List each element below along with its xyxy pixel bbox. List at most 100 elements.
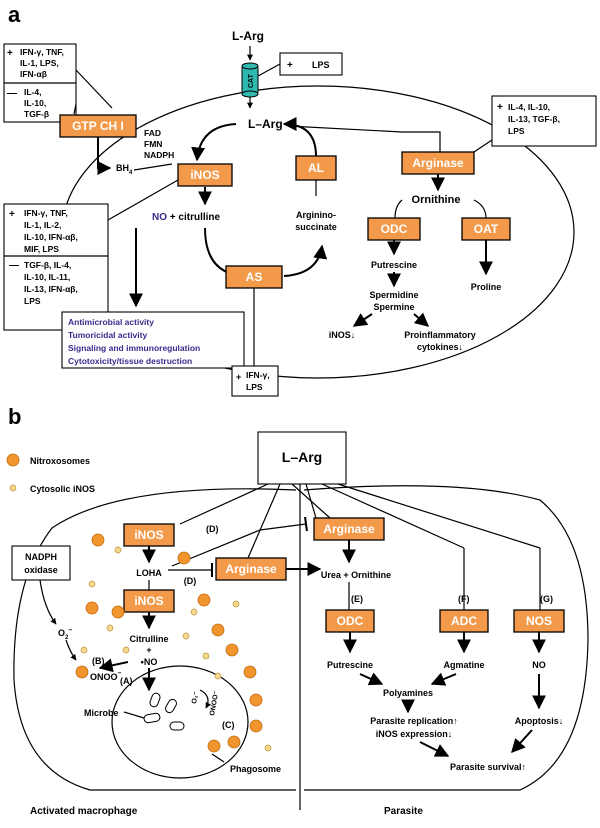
no-parasite: NO bbox=[532, 660, 546, 670]
cytokine-line: IL-10, bbox=[24, 98, 46, 108]
proline: Proline bbox=[471, 282, 502, 292]
nitroxosome-icon bbox=[211, 623, 225, 637]
adc-label: ADC bbox=[451, 614, 477, 628]
nadph-oxidase-box bbox=[11, 545, 71, 581]
label-a: (A) bbox=[120, 676, 133, 686]
cytosolic-inos-icon bbox=[214, 672, 222, 680]
nitroxosome-icon bbox=[243, 665, 257, 679]
label-b: (B) bbox=[92, 656, 105, 666]
cytosolic-inos-icon bbox=[106, 624, 114, 632]
larg-center: L–Arg bbox=[248, 117, 283, 131]
activity: Antimicrobial activity bbox=[68, 317, 154, 327]
cytokine-line: TGF-β bbox=[24, 109, 49, 119]
nadph-label: oxidase bbox=[24, 565, 58, 575]
apoptosis: Apoptosis↓ bbox=[515, 716, 564, 726]
cytokine-line: IFN-γ, TNF, bbox=[24, 208, 68, 218]
al-label: AL bbox=[308, 161, 324, 175]
plus-sign: + bbox=[287, 60, 293, 71]
label-d: (D) bbox=[206, 524, 219, 534]
putrescine: Putrescine bbox=[327, 660, 373, 670]
oat-label: OAT bbox=[474, 222, 499, 236]
label-d: (D) bbox=[184, 576, 197, 586]
microbe-icon bbox=[143, 692, 185, 731]
nitroxosome-icon bbox=[249, 719, 263, 733]
cytosolic-legend-icon bbox=[9, 484, 17, 492]
nitroxosome-icon bbox=[225, 643, 239, 657]
cat-label: CAT bbox=[248, 73, 255, 88]
inos-label: iNOS bbox=[134, 528, 163, 542]
cytokine-line: IL-1, IL-2, bbox=[24, 220, 61, 230]
cytokine-line: IL-10, IFN-αβ, bbox=[24, 232, 78, 242]
nos-label: NOS bbox=[526, 614, 552, 628]
label-g: (G) bbox=[540, 594, 553, 604]
plus-sign: + bbox=[236, 372, 241, 382]
inos-down: iNOS↓ bbox=[329, 330, 356, 340]
argininosuccinate: Arginino- bbox=[296, 210, 336, 220]
cytosolic-inos-icon bbox=[264, 744, 272, 752]
peroxynitrite: ONOO– bbox=[90, 670, 122, 682]
parasite-replication: Parasite replication↑ bbox=[370, 716, 458, 726]
larg-top: L-Arg bbox=[232, 29, 264, 43]
panel-a-label: a bbox=[8, 2, 21, 27]
parasite-membrane bbox=[303, 485, 589, 791]
inos-regulator-box bbox=[3, 203, 109, 331]
cytosolic-inos bbox=[80, 546, 272, 752]
cytokine-line: LPS bbox=[246, 382, 263, 392]
no-citrulline: NO + citrulline bbox=[152, 212, 221, 223]
arginase-regulator-box bbox=[491, 95, 597, 147]
cytokine-line: IFN-γ, bbox=[246, 370, 270, 380]
spermidine: Spermidine bbox=[369, 290, 418, 300]
as-label: AS bbox=[246, 270, 263, 284]
label-c: (C) bbox=[222, 720, 235, 730]
bh4-label: BH4 bbox=[116, 163, 133, 176]
phagosome-label: Phagosome bbox=[230, 764, 281, 774]
activity: Tumoricidal activity bbox=[68, 330, 147, 340]
nitroxosome-icon bbox=[249, 693, 263, 707]
inos-label: iNOS bbox=[190, 168, 219, 182]
odc-label: ODC bbox=[337, 614, 364, 628]
cytokine-line: IFN-γ, TNF, bbox=[20, 47, 64, 57]
cytokine-line: IL-13, TGF-β, bbox=[508, 114, 560, 124]
nitroxosome-icon bbox=[207, 739, 221, 753]
parasite-label: Parasite bbox=[384, 806, 423, 817]
nitroxosome-icon bbox=[85, 601, 99, 615]
cytosolic-inos-icon bbox=[80, 646, 88, 654]
label-f: (F) bbox=[458, 594, 470, 604]
cofactor: FAD bbox=[144, 128, 161, 138]
al-enzyme bbox=[295, 155, 337, 181]
inos-expression: iNOS expression↓ bbox=[376, 729, 453, 739]
cytosolic-inos-icon bbox=[114, 546, 122, 554]
cofactor: FMN bbox=[144, 139, 162, 149]
phagosome-superoxide: O₂⁻ bbox=[191, 691, 200, 705]
inos-label: iNOS bbox=[134, 594, 163, 608]
macrophage-membrane bbox=[13, 488, 297, 791]
minus-sign: — bbox=[7, 88, 17, 99]
nitroxosome-icon bbox=[111, 605, 125, 619]
nitroxosome-legend-icon bbox=[6, 453, 20, 467]
cytosolic-inos-icon bbox=[202, 652, 210, 660]
proinflammatory: Proinflammatory bbox=[404, 330, 476, 340]
nitroxosome-icon bbox=[177, 551, 191, 565]
cytosolic-inos-icon bbox=[232, 600, 240, 608]
phagosome-membrane bbox=[111, 665, 249, 779]
agmatine: Agmatine bbox=[443, 660, 484, 670]
cytosolic-inos-icon bbox=[88, 580, 96, 588]
cytokine-line: IL-13, IFN-αβ, bbox=[24, 284, 78, 294]
phagosome-peroxynitrite: ONOO⁻ bbox=[209, 690, 220, 716]
cytokine-line: IL-4, IL-10, bbox=[508, 102, 550, 112]
larg-box bbox=[257, 431, 347, 485]
plus-sign: + bbox=[146, 645, 151, 655]
plus-sign: + bbox=[9, 209, 15, 220]
cytokine-line: IL-1, LPS, bbox=[20, 58, 59, 68]
odc-label: ODC bbox=[381, 222, 408, 236]
proinflammatory: cytokines↓ bbox=[417, 342, 463, 352]
nadph-label: NADPH bbox=[25, 552, 57, 562]
cytokine-line: IL-10, IL-11, bbox=[24, 272, 70, 282]
panel-b-label: b bbox=[8, 404, 21, 429]
activity: Signaling and immunoregulation bbox=[68, 343, 200, 353]
cytokine-line: LPS bbox=[24, 296, 41, 306]
loha: LOHA bbox=[136, 568, 162, 578]
microbe-label: Microbe bbox=[84, 708, 119, 718]
cytosolic-inos-icon bbox=[190, 608, 198, 616]
